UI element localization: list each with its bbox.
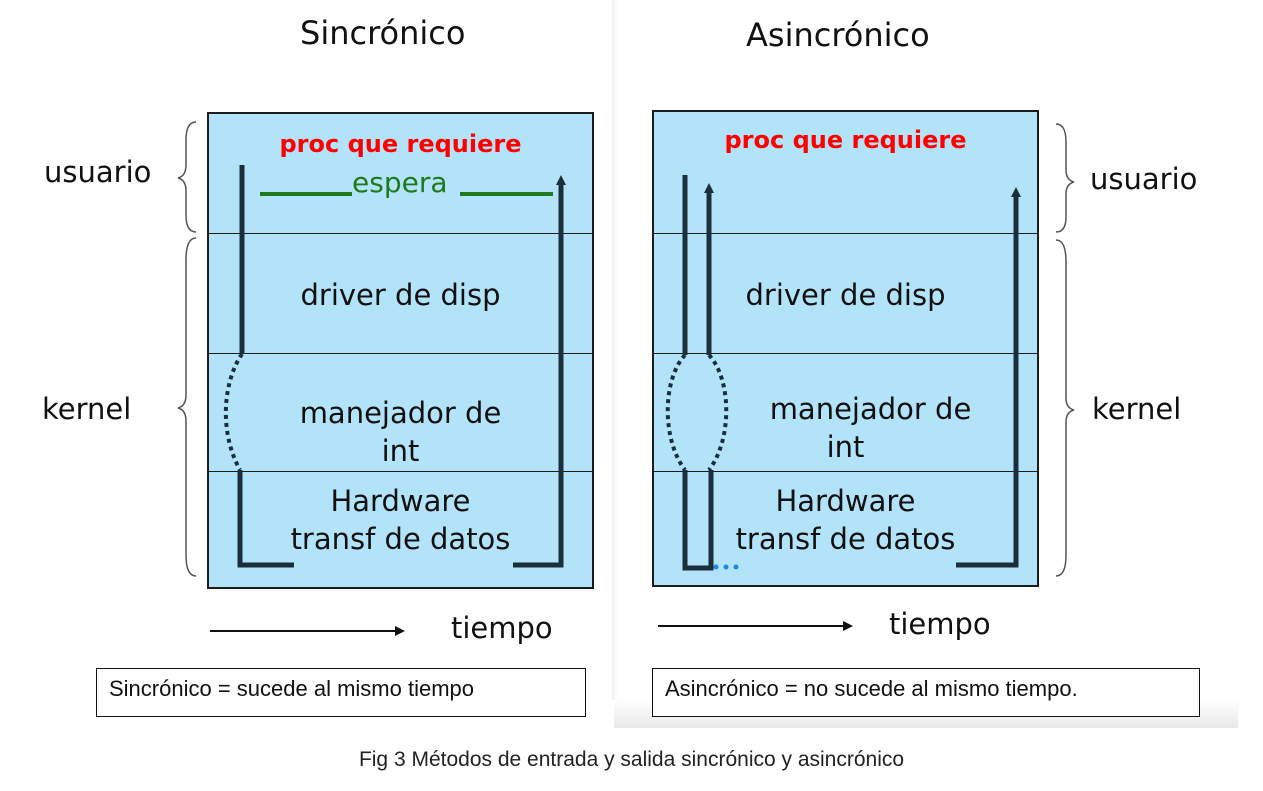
- sync-title: Sincrónico: [300, 14, 466, 52]
- async-dot-1: [713, 564, 719, 570]
- async-layer-box: proc que requiere driver de disp manejad…: [652, 110, 1039, 587]
- sync-hardware-right: [513, 175, 566, 568]
- async-hw-label-2: transf de datos: [735, 522, 956, 556]
- async-hardware-right: [956, 187, 1021, 568]
- sync-wait-label: espera: [352, 166, 448, 199]
- sync-hw-label-1: Hardware: [330, 484, 471, 518]
- sync-definition: Sincrónico = sucede al mismo tiempo: [96, 668, 586, 717]
- async-int-label-2: int: [826, 430, 865, 464]
- sync-layer-box: proc que requiere driver de disp manejad…: [207, 112, 594, 589]
- sync-brace-usuario: [177, 121, 197, 233]
- async-hw-label-1: Hardware: [775, 484, 916, 518]
- async-dotted-interrupt: [665, 353, 729, 472]
- sync-divider-user-kernel: [209, 233, 592, 234]
- async-time-label: tiempo: [889, 607, 991, 641]
- panel-divider: [612, 0, 618, 700]
- async-divider-user-kernel: [654, 233, 1037, 234]
- async-label-usuario: usuario: [1090, 162, 1198, 196]
- sync-dotted-interrupt: [223, 352, 244, 471]
- sync-request-label: proc que requiere: [279, 130, 522, 158]
- sync-label-kernel: kernel: [42, 392, 132, 426]
- sync-hardware-left: [237, 470, 294, 568]
- sync-label-usuario: usuario: [44, 155, 152, 189]
- sync-brace-kernel: [177, 237, 197, 577]
- async-brace-usuario: [1055, 123, 1075, 233]
- async-int-label-1: manejador de: [769, 392, 972, 426]
- async-request-label: proc que requiere: [724, 126, 967, 154]
- sync-int-label-2: int: [381, 434, 420, 468]
- async-title: Asincrónico: [746, 16, 930, 54]
- async-definition: Asincrónico = no sucede al mismo tiempo.: [652, 668, 1200, 717]
- async-label-kernel: kernel: [1092, 392, 1182, 426]
- async-divider-int-hw: [654, 471, 1037, 472]
- async-dot-2: [723, 564, 729, 570]
- sync-driver-label: driver de disp: [300, 278, 501, 312]
- async-dot-3: [733, 564, 739, 570]
- sync-int-label-1: manejador de: [299, 396, 502, 430]
- async-divider-driver-int: [654, 353, 1037, 354]
- async-driver-label: driver de disp: [745, 278, 946, 312]
- sync-divider-int-hw: [209, 471, 592, 472]
- sync-divider-driver-int: [209, 353, 592, 354]
- sync-time-label: tiempo: [451, 611, 553, 645]
- figure-caption: Fig 3 Métodos de entrada y salida sincró…: [358, 748, 905, 771]
- async-brace-kernel: [1055, 239, 1075, 577]
- sync-hw-label-2: transf de datos: [290, 522, 511, 556]
- async-hardware-loop: [682, 470, 714, 571]
